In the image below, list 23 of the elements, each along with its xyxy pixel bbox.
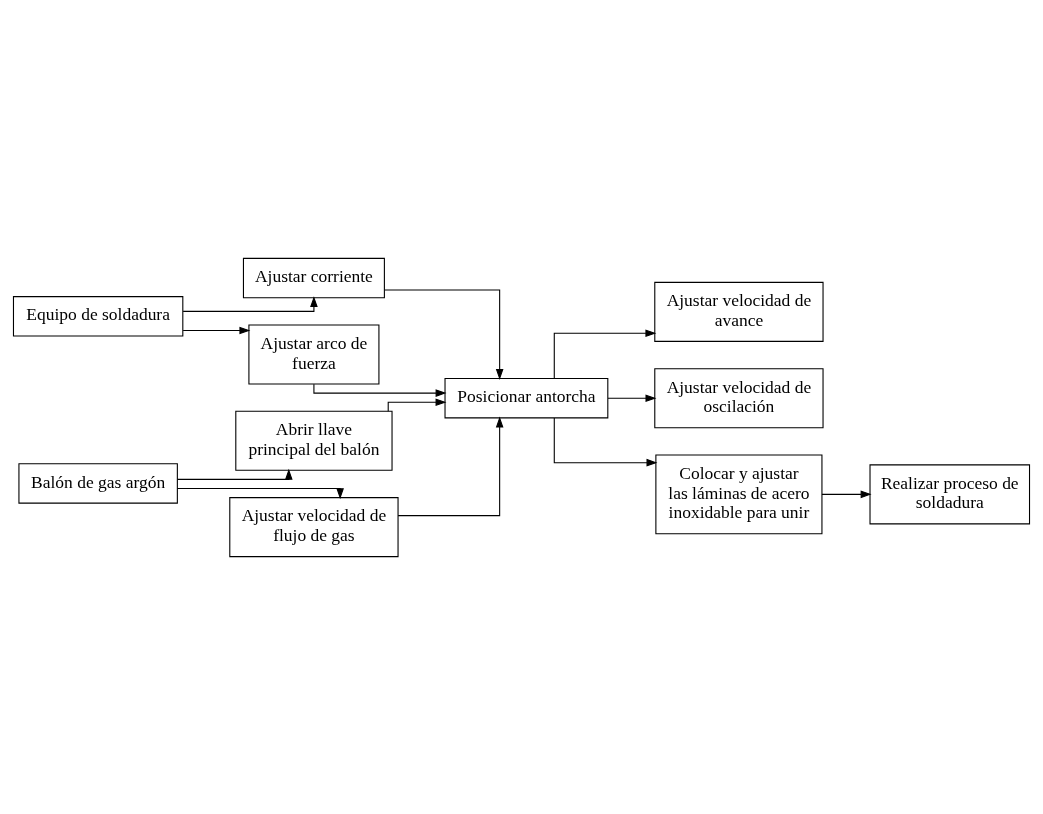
arrow [821,490,872,498]
node-box: Ajustar arco de fuerza [248,323,380,385]
node-box: Ajustar velocidad de oscilación [654,367,824,428]
node-box: Ajustar velocidad de flujo de gas [229,496,399,557]
node-box: Colocar y ajustar las láminas de acero inoxidable para unir [655,453,823,534]
arrow [313,383,447,397]
node-box: Ajustar velocidad de avance [654,281,824,342]
arrow [182,295,318,312]
node-box: Ajustar corriente [242,257,385,298]
arrow [553,416,658,466]
arrow [384,289,504,380]
arrow [607,393,657,402]
node-box: Posicionar antorcha [444,377,609,418]
arrow [177,468,293,480]
arrow [176,487,344,499]
arrow [387,397,447,412]
arrow [397,416,504,516]
arrow [553,328,657,379]
node-box: Realizar proceso de soldadura [869,463,1031,524]
node-box: Balón de gas argón [18,462,178,504]
node-box: Equipo de soldadura [12,295,184,336]
arrow [182,326,251,334]
node-box: Abrir llave principal del balón [235,410,393,471]
